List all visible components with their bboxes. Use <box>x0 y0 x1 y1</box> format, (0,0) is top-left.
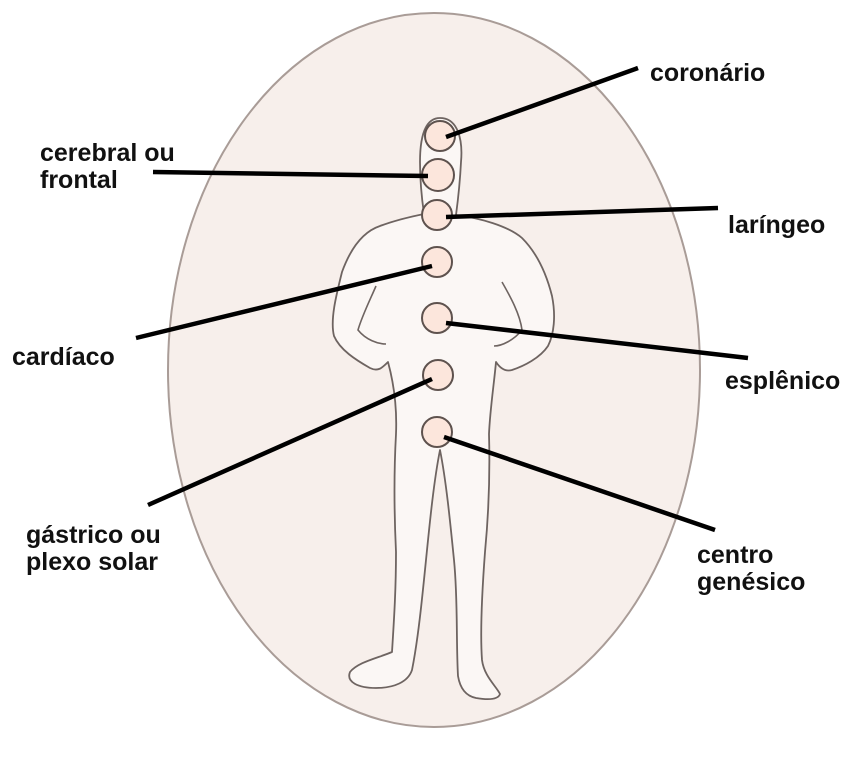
label-genesico-line2: genésico <box>697 568 806 596</box>
chakra-circles <box>421 120 456 448</box>
leader-line-laringeo <box>445 205 719 220</box>
leader-line-genesico <box>443 434 716 533</box>
leader-line-esplenico <box>445 320 749 361</box>
leader-lines <box>135 65 749 533</box>
label-coronario: coronário <box>650 60 765 87</box>
label-cardiaco: cardíaco <box>12 344 115 371</box>
label-laringeo-text: laríngeo <box>728 211 826 239</box>
label-laringeo: laríngeo <box>728 212 825 239</box>
leader-line-cerebral <box>152 169 429 179</box>
label-gastrico-line1: gástrico ou <box>26 521 161 549</box>
label-centro-genesico: centro genésico <box>697 542 805 596</box>
chakra-esplenico-circle <box>421 302 453 334</box>
leader-line-gastrico <box>147 376 433 508</box>
label-gastrico-line2: plexo solar <box>26 548 158 576</box>
chakra-cardiaco-circle <box>421 246 453 278</box>
label-cerebral-frontal: cerebral ou frontal <box>40 140 175 194</box>
label-cerebral-line1: cerebral ou <box>40 139 175 167</box>
label-genesico-line1: centro <box>697 541 774 569</box>
label-coronario-text: coronário <box>650 59 766 87</box>
leader-line-cardiaco <box>135 263 433 341</box>
chakra-genesico-circle <box>421 416 453 448</box>
chakra-gastrico-circle <box>422 359 454 391</box>
label-cardiaco-text: cardíaco <box>12 343 115 371</box>
label-esplenico: esplênico <box>725 368 840 395</box>
label-cerebral-line2: frontal <box>40 166 118 194</box>
label-gastrico-plexo-solar: gástrico ou plexo solar <box>26 522 161 576</box>
leader-line-coronario <box>445 65 639 140</box>
left-arm-contour <box>357 285 387 345</box>
label-esplenico-text: esplênico <box>725 367 841 395</box>
body-silhouette <box>331 117 555 701</box>
